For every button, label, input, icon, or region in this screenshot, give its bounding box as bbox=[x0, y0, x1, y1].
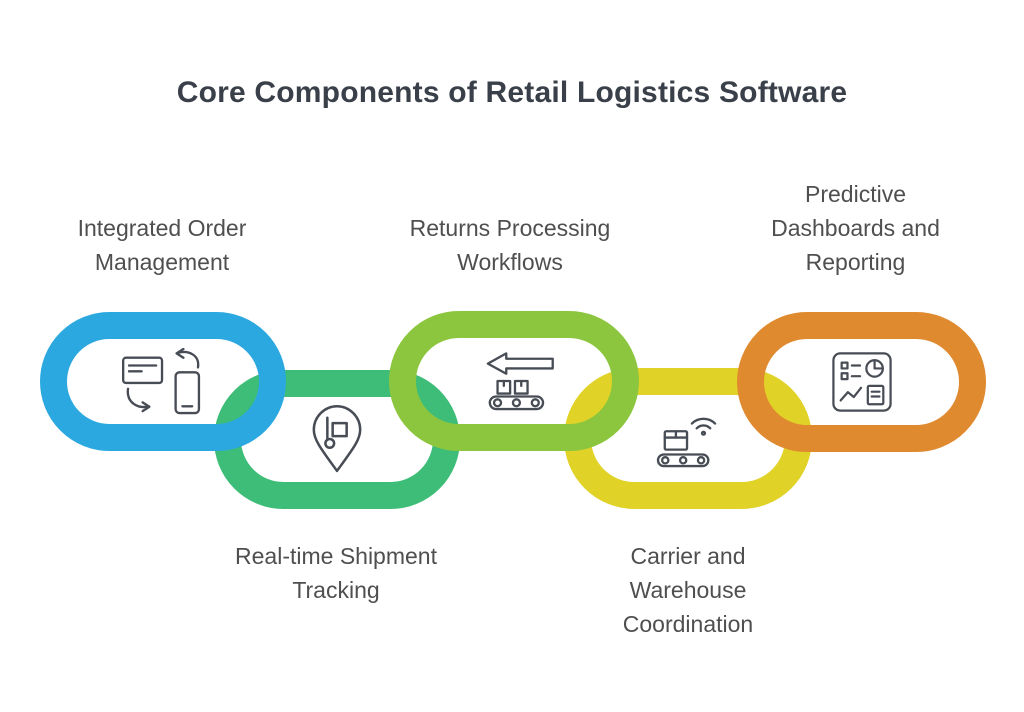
returns-conveyor-icon bbox=[486, 352, 554, 411]
label-integrated-order-management: Integrated Order Management bbox=[77, 215, 247, 275]
label-predictive-dashboards-reporting: Predictive Dashboards and Reporting bbox=[771, 181, 940, 275]
carrier-conveyor-wifi-icon bbox=[656, 417, 717, 467]
chain-link-integrated-order-management bbox=[40, 312, 286, 451]
label-returns-processing-workflows: Returns Processing Workflows bbox=[409, 215, 611, 275]
chain-link-returns-processing-workflows bbox=[389, 311, 639, 451]
label-carrier-warehouse-coordination: Carrier and Warehouse Coordination bbox=[622, 543, 754, 637]
shipment-tracking-pin-icon bbox=[312, 404, 362, 472]
dashboard-report-icon bbox=[831, 352, 892, 412]
label-real-time-shipment-tracking: Real-time Shipment Tracking bbox=[235, 543, 437, 603]
chain-link-predictive-dashboards-reporting bbox=[737, 312, 986, 452]
order-sync-icon bbox=[122, 347, 201, 414]
page-title: Core Components of Retail Logistics Soft… bbox=[176, 76, 848, 109]
